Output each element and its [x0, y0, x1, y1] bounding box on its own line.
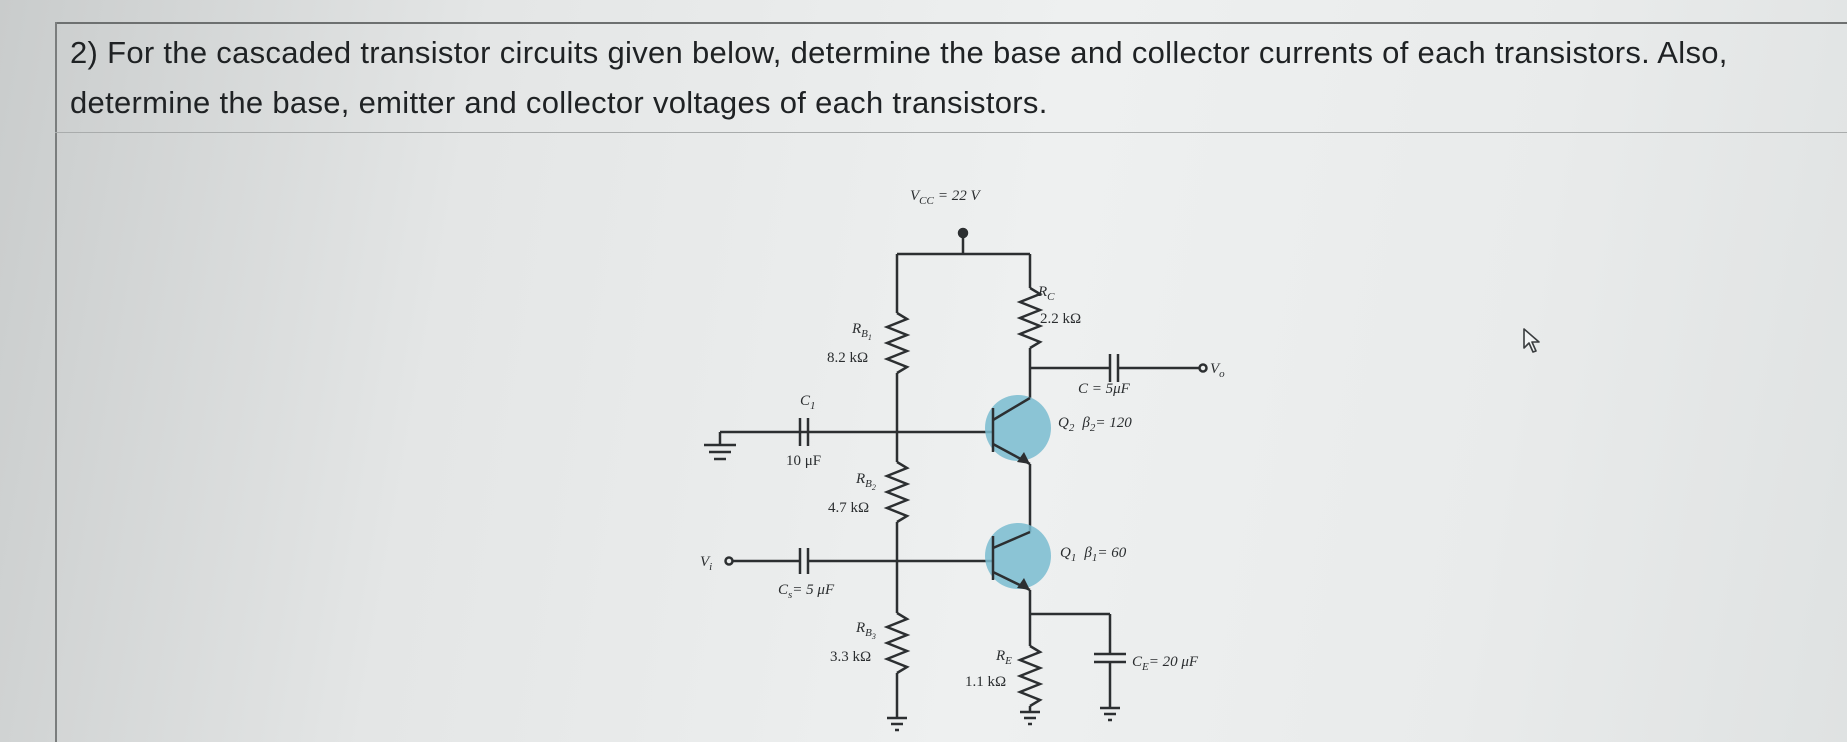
rb3-resistor: [883, 611, 911, 675]
mouse-pointer-icon: [1523, 328, 1540, 353]
vcc-terminal: [957, 227, 969, 239]
c1-name: C1: [800, 393, 816, 412]
ce-label: CE= 20 μF: [1132, 654, 1199, 673]
table-row-divider: [55, 132, 1847, 133]
vcc-label: VCC= 22 V: [910, 188, 981, 207]
rb1-name: RB1: [851, 321, 872, 342]
rc-resistor: [1016, 286, 1044, 350]
table-left-border: [55, 22, 57, 742]
vi-label: Vi: [700, 554, 712, 573]
rb3-value: 3.3 kΩ: [830, 649, 871, 665]
rb2-resistor: [883, 460, 911, 524]
re-name: RE: [995, 648, 1012, 667]
rb1-resistor: [883, 311, 911, 375]
question-text: 2) For the cascaded transistor circuits …: [70, 35, 1728, 120]
re-value: 1.1 kΩ: [965, 674, 1006, 690]
rb2-name: RB2: [855, 471, 876, 492]
rc-name: RC: [1037, 284, 1055, 303]
c1-value: 10 μF: [786, 453, 821, 469]
rb2-value: 4.7 kΩ: [828, 500, 869, 516]
cout-label: C = 5μF: [1078, 381, 1131, 397]
q1-transistor: [985, 523, 1051, 592]
cs-label: Cs= 5 μF: [778, 582, 835, 601]
q2-transistor: [985, 395, 1051, 532]
rc-value: 2.2 kΩ: [1040, 311, 1081, 327]
re-resistor: [1016, 644, 1044, 708]
vo-label: Vo: [1210, 361, 1225, 380]
table-top-border: [55, 22, 1847, 24]
rb3-name: RB3: [855, 620, 876, 641]
rb1-value: 8.2 kΩ: [827, 350, 868, 366]
